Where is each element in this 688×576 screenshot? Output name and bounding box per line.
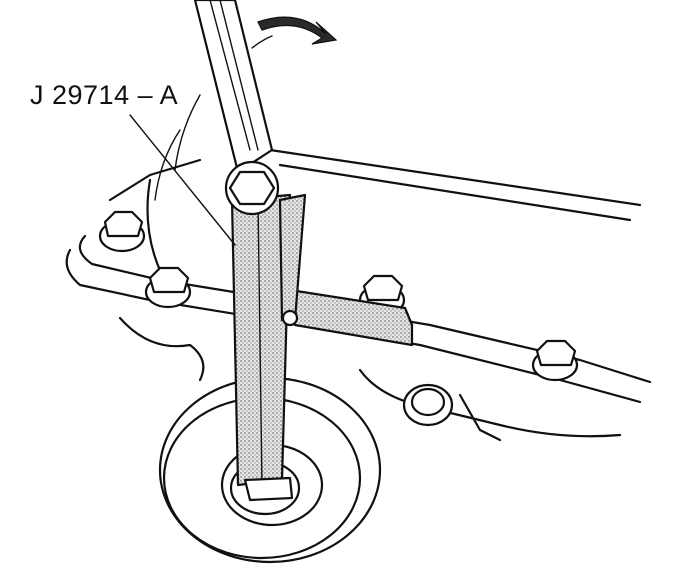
hex-pivot — [224, 160, 280, 216]
bolt-lower — [402, 383, 454, 427]
bolt-top-left — [98, 210, 146, 253]
bolt-mid-left — [144, 266, 192, 309]
oil-pan-housing — [65, 94, 652, 442]
callout-leader-line — [129, 114, 236, 246]
tool-label: J 29714 – A — [30, 80, 179, 110]
bolt-right — [531, 339, 579, 382]
wrench-handle — [193, 0, 274, 174]
curved-arrow-clockwise-icon — [251, 16, 338, 49]
tool-j29714a — [230, 193, 307, 502]
